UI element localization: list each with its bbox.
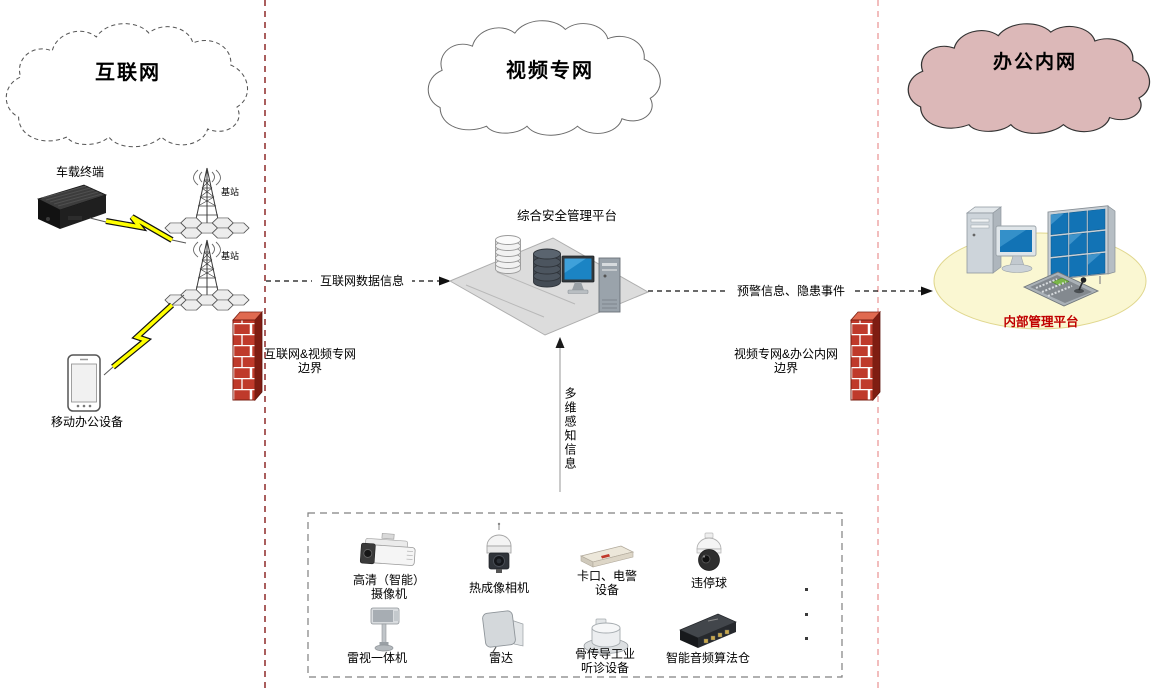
vehicle-terminal-label: 车载终端 [55, 165, 104, 179]
video-wall-icon [1047, 205, 1116, 289]
parking-dome-camera-icon [696, 532, 722, 571]
base-station-top-label: 基站 [220, 187, 239, 197]
smartphone-icon [67, 354, 101, 412]
checkpoint-epolice-icon [579, 545, 635, 568]
sensor-box-border [307, 512, 843, 678]
cloud-label-video-network: 视频专网 [506, 60, 594, 82]
boundary-label-video-office: 视频专网&办公内网 边界 [733, 347, 838, 376]
arrow-multi-sense [555, 337, 565, 492]
vehicle-terminal-icon [36, 184, 108, 229]
base-station-bottom-label: 基站 [220, 251, 239, 261]
flow-label-multi-sense: 多维感知信息 [563, 387, 577, 471]
office-computer-icon [965, 206, 1037, 274]
audio-algorithm-box-icon [679, 613, 737, 648]
more-devices-dot [805, 588, 808, 591]
thermal-ptz-camera-icon [486, 522, 512, 573]
cloud-label-office-intranet: 办公内网 [992, 52, 1077, 73]
device-label-thermal-ptz: 热成像相机 [468, 581, 529, 595]
flow-label-internet-data: 互联网数据信息 [312, 274, 412, 289]
bone-conduction-sensor-icon [583, 618, 629, 654]
lightning-link-mobile [103, 294, 185, 376]
cloud-label-internet: 互联网 [95, 62, 161, 84]
more-devices-dot [805, 613, 808, 616]
radar-panel-icon [482, 610, 524, 653]
more-devices-dot [805, 637, 808, 640]
device-label-parking-dome: 违停球 [690, 576, 727, 590]
security-platform-group [448, 235, 650, 336]
database-cylinder-light [495, 235, 521, 274]
device-label-bone-conduction: 骨传导工业 听诊设备 [574, 647, 635, 676]
office-intranet-cloud-shape [907, 23, 1151, 135]
internal-platform-group [933, 205, 1147, 330]
firewall-right-icon [850, 311, 881, 401]
lightning-link-vehicle [89, 214, 187, 244]
device-label-radar: 雷达 [488, 651, 513, 665]
device-label-audio-box: 智能音频算法仓 [665, 651, 750, 665]
base-station-top-icon [165, 168, 249, 238]
radar-video-unit-icon [370, 607, 400, 652]
device-label-radar-video: 雷视一体机 [346, 651, 407, 665]
device-label-bullet-camera: 高清（智能） 摄像机 [352, 573, 425, 602]
mobile-office-label: 移动办公设备 [50, 415, 123, 429]
control-keyboard-icon [1022, 271, 1100, 307]
security-platform-label: 综合安全管理平台 [516, 209, 617, 223]
internal-platform-label: 内部管理平台 [1003, 315, 1079, 329]
flow-label-alert-events: 预警信息、隐患事件 [729, 284, 853, 299]
workstation-icon [561, 255, 621, 313]
boundary-label-internet-video: 互联网&视频专网 边界 [263, 347, 356, 376]
database-cylinder-dark [533, 248, 561, 288]
device-label-checkpoint: 卡口、电警 设备 [576, 569, 637, 598]
bullet-camera-icon [359, 533, 416, 566]
